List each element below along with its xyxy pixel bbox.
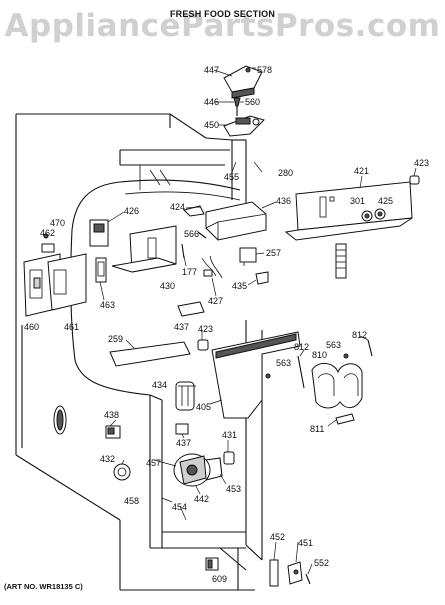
part-label: 421 bbox=[354, 166, 369, 176]
part-label: 446 bbox=[204, 97, 219, 107]
part-436-thermostat bbox=[205, 201, 267, 241]
part-label: 177 bbox=[182, 267, 197, 277]
part-label: 257 bbox=[266, 248, 281, 258]
part-label: 425 bbox=[378, 196, 393, 206]
part-810-heater bbox=[311, 363, 363, 409]
part-label: 566 bbox=[184, 229, 199, 239]
part-label: 552 bbox=[314, 558, 329, 568]
part-430-light-bracket bbox=[111, 225, 177, 273]
part-462-clip bbox=[41, 243, 55, 253]
part-label: 812 bbox=[294, 342, 309, 352]
part-432-knob bbox=[113, 463, 131, 481]
part-259-shelf-cover bbox=[109, 341, 191, 367]
part-label: 563 bbox=[326, 340, 341, 350]
cabinet-outline bbox=[15, 113, 263, 591]
part-257-connector bbox=[239, 247, 257, 266]
part-177-screw bbox=[181, 243, 185, 259]
art-number: (ART NO. WR18135 C) bbox=[4, 582, 83, 591]
part-label: 447 bbox=[204, 65, 219, 75]
part-434-damper bbox=[175, 381, 195, 411]
part-label: 454 bbox=[172, 502, 187, 512]
part-label: 437 bbox=[174, 322, 189, 332]
part-label: 426 bbox=[124, 206, 139, 216]
part-label: 434 bbox=[152, 380, 167, 390]
part-label: 457 bbox=[146, 458, 161, 468]
part-label: 450 bbox=[204, 120, 219, 130]
part-label: 423 bbox=[198, 324, 213, 334]
part-label: 462 bbox=[40, 228, 55, 238]
part-label: 438 bbox=[104, 410, 119, 420]
part-463-spring bbox=[95, 257, 107, 283]
part-label: 427 bbox=[208, 296, 223, 306]
part-label: 259 bbox=[108, 334, 123, 344]
part-label: 463 bbox=[100, 300, 115, 310]
part-label: 405 bbox=[196, 402, 211, 412]
part-447-control-knob bbox=[223, 65, 263, 99]
part-label: 452 bbox=[270, 532, 285, 542]
part-609-bracket bbox=[205, 557, 219, 571]
part-437-tray bbox=[177, 301, 205, 317]
part-label: 458 bbox=[124, 496, 139, 506]
part-label: 578 bbox=[257, 65, 272, 75]
part-label: 424 bbox=[170, 202, 185, 212]
part-442-fan-assembly bbox=[173, 453, 223, 487]
part-label: 609 bbox=[212, 574, 227, 584]
part-label: 431 bbox=[222, 430, 237, 440]
part-label: 301 bbox=[350, 196, 365, 206]
part-437-clip-lower bbox=[175, 423, 189, 435]
part-426-switch-box bbox=[89, 219, 109, 247]
part-label: 560 bbox=[245, 97, 260, 107]
part-label: 423 bbox=[414, 158, 429, 168]
part-452-bracket bbox=[269, 559, 279, 587]
part-811-clip bbox=[335, 413, 355, 425]
part-label: 453 bbox=[226, 484, 241, 494]
part-label: 811 bbox=[310, 424, 324, 434]
part-label: 437 bbox=[176, 438, 191, 448]
part-label: 563 bbox=[276, 358, 291, 368]
part-470-screw bbox=[43, 233, 49, 239]
part-563-screw bbox=[265, 353, 349, 379]
part-421-light-lens bbox=[335, 243, 347, 279]
part-446-screw bbox=[233, 97, 241, 116]
part-label: 436 bbox=[276, 196, 291, 206]
part-427-wire-harness bbox=[201, 255, 223, 279]
part-812-wire bbox=[297, 339, 373, 389]
part-label: 442 bbox=[194, 494, 209, 504]
part-423-bulb bbox=[409, 175, 420, 185]
part-label: 451 bbox=[298, 538, 313, 548]
part-461-housing bbox=[47, 253, 87, 311]
leader-lines bbox=[99, 67, 417, 575]
part-label: 461 bbox=[64, 322, 79, 332]
part-421-control-housing bbox=[284, 181, 413, 241]
part-450-bracket bbox=[223, 115, 265, 137]
part-label: 280 bbox=[278, 168, 293, 178]
part-label: 455 bbox=[224, 172, 239, 182]
part-label: 435 bbox=[232, 281, 247, 291]
part-451-hinge bbox=[287, 561, 303, 585]
part-label: 460 bbox=[24, 322, 39, 332]
part-438-switch bbox=[105, 425, 121, 439]
part-label: 810 bbox=[312, 350, 327, 360]
part-405-air-duct bbox=[211, 331, 301, 419]
part-number-labels: 447 578 446 560 450 280 455 421 423 301 … bbox=[24, 65, 429, 584]
part-431-plug bbox=[223, 451, 235, 465]
part-label: 430 bbox=[160, 281, 175, 291]
part-label: 812 bbox=[352, 330, 367, 340]
part-552-screw bbox=[305, 573, 311, 585]
part-435-switch bbox=[255, 271, 269, 285]
part-423-bulb-lower bbox=[197, 339, 209, 351]
section-title: FRESH FOOD SECTION bbox=[169, 9, 276, 19]
part-label: 432 bbox=[100, 454, 115, 464]
part-label: 470 bbox=[50, 218, 65, 228]
